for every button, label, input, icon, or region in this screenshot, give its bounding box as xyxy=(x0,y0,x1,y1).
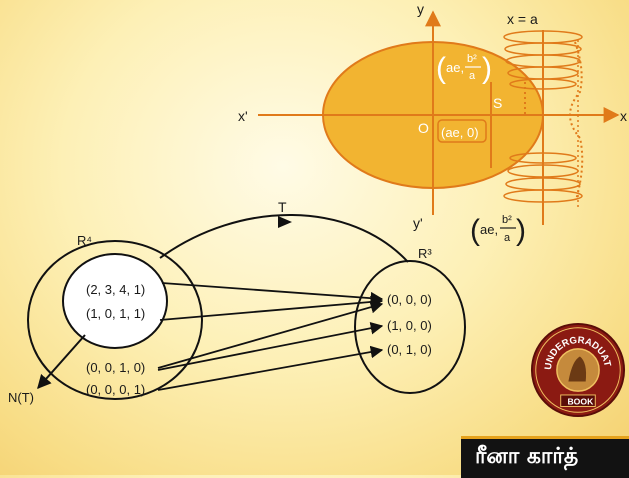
kernel-circle xyxy=(62,253,168,349)
map-arrow-basis-2 xyxy=(157,345,384,391)
map-arrow-kernel-bottom xyxy=(159,295,384,321)
image-vector-3: (0, 1, 0) xyxy=(387,342,432,357)
codomain-label: R³ xyxy=(418,246,432,261)
axis-y-pos-label: y xyxy=(417,1,424,17)
mapping-arrows xyxy=(157,282,384,391)
latus-lower-coord: ( ae, b² a ) xyxy=(470,214,526,247)
focus-coord-box xyxy=(437,119,487,143)
latus-upper-coord: ( ae, b² a ) xyxy=(436,52,492,85)
origin-label: O xyxy=(418,120,429,136)
frac-den-lower: a xyxy=(504,232,511,244)
basis-vector-2: (0, 0, 0, 1) xyxy=(86,382,145,397)
frac-num-lower: b² xyxy=(502,214,512,226)
author-name: ரீனா கார்த் xyxy=(475,444,579,469)
image-vector-2: (1, 0, 0) xyxy=(387,318,432,333)
transform-arrowhead xyxy=(278,216,292,228)
course-seal-logo: UNDERGRADUATE COURSE BOOK xyxy=(530,322,626,418)
axis-y-neg-label: y' xyxy=(413,215,423,231)
bracket-right: ) xyxy=(482,52,492,85)
latus-upper-prefix: ae, xyxy=(446,60,464,75)
focus-label: S xyxy=(493,95,502,111)
seal-text-bottom: BOOK xyxy=(567,397,594,407)
transform-arc xyxy=(159,214,409,263)
domain-label: R⁴ xyxy=(77,233,92,248)
mapping-figure: T R⁴ (2, 3, 4, 1) (1, 0, 1, 1) N(T) (0, … xyxy=(8,199,466,405)
codomain-circle xyxy=(354,260,466,394)
frac-num-upper: b² xyxy=(467,53,477,65)
bracket-left: ( xyxy=(470,214,480,247)
author-banner: ரீனா கார்த் xyxy=(461,436,629,478)
latus-lower-prefix: ae, xyxy=(480,222,498,237)
bracket-left: ( xyxy=(436,52,446,85)
kernel-arrow xyxy=(37,334,86,390)
directrix-label: x = a xyxy=(507,11,538,27)
lower-rings xyxy=(503,152,583,203)
frac-den-upper: a xyxy=(469,70,476,82)
axis-x-pos-label: x xyxy=(620,108,627,124)
ellipse-figure: y y' x x' x = a O S (ae, 0) ( ae, b² a )… xyxy=(238,1,627,247)
upper-rings xyxy=(503,30,583,90)
domain-circle xyxy=(27,240,203,400)
kernel-label: N(T) xyxy=(8,390,34,405)
transform-label: T xyxy=(278,199,287,215)
map-arrow-basis-1b xyxy=(157,322,384,371)
dotted-hyperbola xyxy=(569,41,584,201)
bracket-right: ) xyxy=(516,214,526,247)
basis-vector-1: (0, 0, 1, 0) xyxy=(86,360,145,375)
image-vector-1: (0, 0, 0) xyxy=(387,292,432,307)
map-arrow-kernel-top xyxy=(161,282,384,305)
focus-coord-label: (ae, 0) xyxy=(441,125,479,140)
kernel-vector-2: (1, 0, 1, 1) xyxy=(86,306,145,321)
kernel-vector-1: (2, 3, 4, 1) xyxy=(86,282,145,297)
map-arrow-basis-1a xyxy=(157,301,384,369)
axis-x-neg-label: x' xyxy=(238,108,248,124)
